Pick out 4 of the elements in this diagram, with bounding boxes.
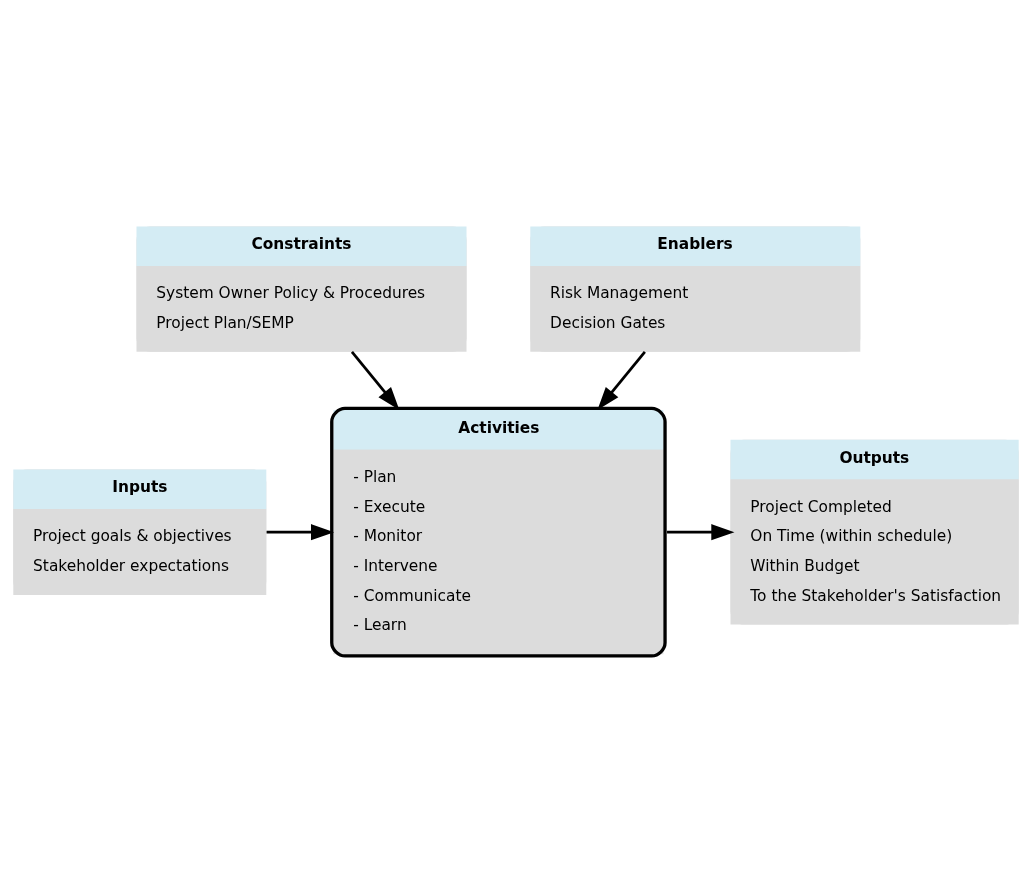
arrow — [667, 523, 735, 540]
arrow — [350, 350, 400, 410]
arrow — [597, 350, 646, 410]
arrow — [266, 523, 335, 540]
